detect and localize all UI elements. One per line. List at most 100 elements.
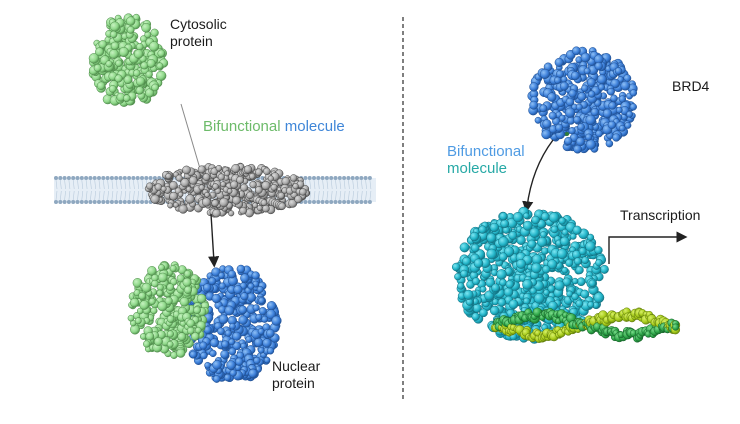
atom-sphere bbox=[156, 62, 164, 70]
atom-sphere bbox=[177, 332, 187, 342]
lipid-head bbox=[84, 176, 89, 180]
lipid-head bbox=[88, 176, 93, 180]
atom-sphere bbox=[533, 292, 545, 304]
atom-sphere bbox=[249, 181, 257, 189]
atom-sphere bbox=[126, 26, 135, 34]
atom-sphere bbox=[472, 277, 480, 286]
lipid-head bbox=[88, 200, 93, 204]
atom-sphere bbox=[212, 183, 219, 190]
atom-sphere bbox=[508, 231, 518, 240]
atom-sphere bbox=[193, 306, 201, 315]
lipid-tail bbox=[133, 179, 135, 201]
atom-sphere bbox=[186, 319, 195, 328]
atom-sphere bbox=[529, 82, 539, 92]
atom-sphere bbox=[233, 285, 243, 295]
atom-sphere bbox=[240, 183, 249, 192]
atom-sphere bbox=[228, 338, 236, 346]
atom-sphere bbox=[143, 340, 151, 348]
cytosolic-protein bbox=[88, 13, 169, 107]
lipid-head bbox=[135, 176, 140, 180]
atom-sphere bbox=[166, 340, 174, 348]
atom-sphere bbox=[451, 262, 461, 272]
atom-sphere bbox=[292, 183, 299, 190]
atom-sphere bbox=[176, 348, 186, 358]
atom-sphere bbox=[156, 289, 164, 297]
atom-sphere bbox=[115, 59, 123, 67]
molecule-word-right: molecule bbox=[447, 160, 508, 177]
atom-sphere bbox=[607, 87, 615, 96]
lipid-head bbox=[320, 176, 325, 180]
atom-sphere bbox=[141, 22, 152, 33]
cytosolic-protein-bound bbox=[127, 260, 210, 359]
atom-sphere bbox=[571, 292, 579, 301]
atom-sphere bbox=[218, 282, 226, 290]
atom-sphere bbox=[141, 282, 152, 293]
atom-sphere bbox=[281, 177, 291, 186]
atom-sphere bbox=[240, 292, 249, 301]
atom-sphere bbox=[185, 194, 195, 204]
atom-sphere bbox=[164, 296, 173, 305]
lipid-head bbox=[127, 176, 132, 180]
atom-sphere bbox=[127, 314, 135, 322]
atom-sphere bbox=[561, 228, 569, 236]
atom-sphere bbox=[558, 114, 566, 122]
atom-sphere bbox=[202, 283, 212, 292]
dna-atom bbox=[672, 323, 680, 331]
atom-sphere bbox=[204, 191, 210, 198]
atom-sphere bbox=[190, 332, 200, 341]
atom-sphere bbox=[554, 76, 562, 84]
atom-sphere bbox=[527, 239, 537, 249]
atom-sphere bbox=[93, 64, 102, 72]
lipid-tail bbox=[313, 179, 316, 201]
arrow-down-left bbox=[208, 213, 220, 268]
atom-sphere bbox=[228, 347, 237, 356]
atom-sphere bbox=[629, 103, 637, 111]
atom-sphere bbox=[576, 277, 586, 287]
atom-sphere bbox=[581, 256, 590, 265]
atom-sphere bbox=[559, 81, 569, 91]
atom-sphere bbox=[133, 69, 141, 77]
atom-sphere bbox=[226, 360, 236, 371]
atom-sphere bbox=[132, 278, 143, 288]
atom-sphere bbox=[183, 285, 193, 294]
atom-sphere bbox=[148, 41, 160, 52]
atom-sphere bbox=[151, 279, 159, 288]
atom-sphere bbox=[572, 46, 581, 56]
lipid-tail bbox=[98, 179, 101, 201]
atom-sphere bbox=[185, 186, 192, 193]
lipid-head bbox=[54, 200, 58, 204]
brd4-label: BRD4 bbox=[672, 78, 710, 94]
molecule-word: molecule bbox=[284, 118, 345, 135]
atom-sphere bbox=[196, 293, 207, 304]
lipid-head bbox=[79, 176, 84, 180]
atom-sphere bbox=[271, 315, 282, 326]
nuclear-label-line2: protein bbox=[272, 375, 315, 391]
atom-sphere bbox=[136, 43, 144, 51]
atom-sphere bbox=[555, 123, 564, 132]
cytosolic-protein-label: Cytosolic protein bbox=[170, 16, 227, 50]
lipid-tail bbox=[335, 179, 337, 201]
lipid-tail bbox=[339, 179, 342, 201]
atom-sphere bbox=[580, 52, 591, 63]
atom-sphere bbox=[571, 277, 579, 285]
lipid-head bbox=[303, 176, 308, 180]
atom-sphere bbox=[110, 41, 120, 51]
lipid-tail bbox=[81, 179, 84, 201]
atom-sphere bbox=[547, 92, 557, 102]
atom-sphere bbox=[217, 327, 225, 336]
atom-sphere bbox=[503, 246, 515, 257]
atom-sphere bbox=[597, 83, 606, 91]
lipid-head bbox=[316, 176, 321, 180]
atom-sphere bbox=[459, 242, 470, 253]
atom-sphere bbox=[569, 233, 577, 240]
lipid-tail bbox=[309, 179, 311, 201]
atom-sphere bbox=[294, 195, 303, 204]
lipid-head bbox=[312, 200, 316, 204]
atom-sphere bbox=[255, 313, 263, 321]
lipid-head bbox=[307, 200, 312, 204]
atom-sphere bbox=[224, 329, 232, 337]
atom-sphere bbox=[167, 202, 174, 209]
lipid-head bbox=[101, 200, 106, 204]
atom-sphere bbox=[460, 269, 469, 278]
lipid-head bbox=[350, 176, 355, 180]
